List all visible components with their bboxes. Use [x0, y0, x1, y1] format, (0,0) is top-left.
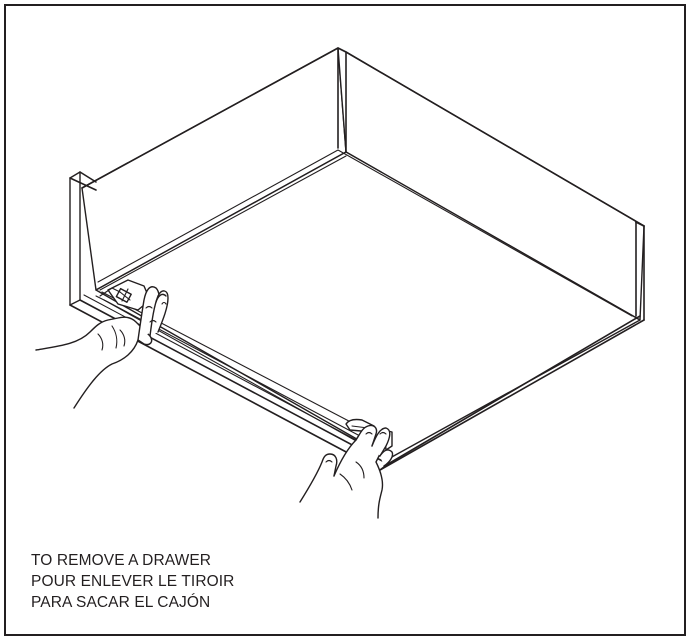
right-hand	[299, 424, 394, 519]
instruction-english: TO REMOVE A DRAWER	[31, 552, 212, 569]
drawer-floor	[95, 151, 641, 459]
instruction-caption: TO REMOVE A DRAWER POUR ENLEVER LE TIROI…	[31, 550, 234, 613]
instruction-french: POUR ENLEVER LE TIROIR	[31, 573, 235, 590]
instruction-spanish: PARA SACAR EL CAJÓN	[31, 594, 211, 611]
left-hand	[35, 286, 169, 409]
drawer-box	[69, 47, 645, 471]
left-release-lever	[99, 279, 151, 311]
